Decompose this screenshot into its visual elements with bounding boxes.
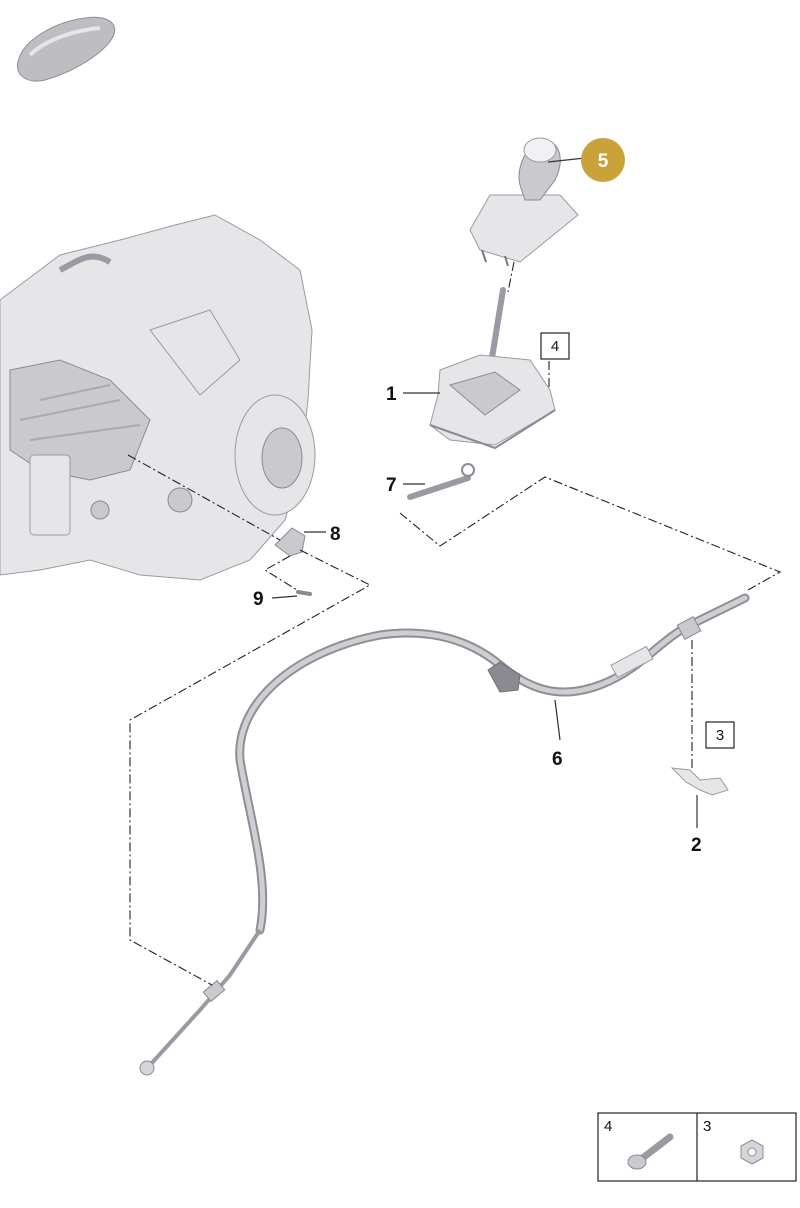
bolt-icon (627, 1133, 674, 1170)
selector-rod (407, 463, 475, 500)
legend-label-3: 3 (703, 1118, 711, 1135)
callout-5-highlight[interactable]: 5 (581, 138, 625, 182)
transmission-housing (0, 214, 316, 581)
assembly-line-bracket-bolt (263, 555, 298, 591)
legend-label-4: 4 (604, 1118, 612, 1135)
assembly-line-trans-bracket (127, 454, 281, 541)
bracket-bolt (296, 590, 312, 596)
callout-5: 5 (598, 151, 609, 172)
assembly-line-left-loop (129, 549, 372, 986)
cable-clip (670, 767, 729, 796)
boxed-ref-3-label: 3 (716, 727, 724, 744)
leader-9 (271, 595, 298, 599)
vehicle-thumbnail-icon (17, 16, 116, 82)
callout-7: 7 (386, 475, 397, 496)
leader-6 (554, 699, 561, 741)
callout-8: 8 (330, 524, 341, 545)
hardware-legend: 4 3 (597, 1112, 797, 1182)
nut-icon (740, 1139, 764, 1165)
shift-cable (139, 593, 750, 1076)
gear-shifter-housing (429, 354, 556, 450)
assembly-line-rod-cable (399, 476, 782, 591)
callout-6: 6 (552, 749, 563, 770)
cable-bracket (274, 527, 306, 557)
callout-1: 1 (386, 384, 397, 405)
gear-knob-boot (469, 137, 579, 267)
callout-2: 2 (691, 835, 702, 856)
boxed-ref-4: 4 (540, 332, 570, 360)
leader-5 (547, 157, 586, 163)
boxed-ref-4-label: 4 (551, 338, 559, 355)
boxed-ref-3: 3 (705, 721, 735, 749)
callout-9: 9 (253, 589, 264, 610)
assembly-line-knob (507, 261, 515, 293)
